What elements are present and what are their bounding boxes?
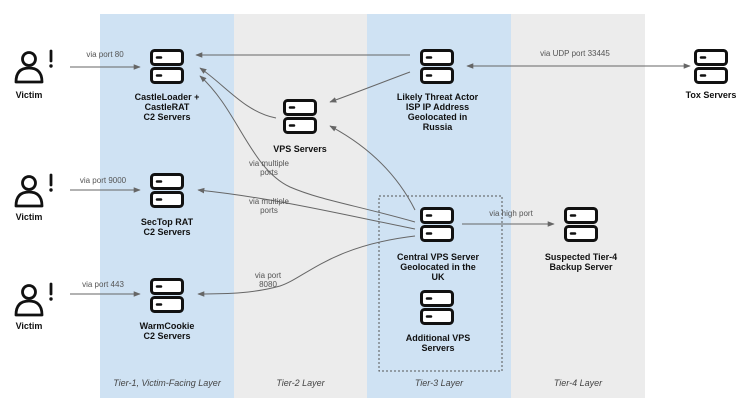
central-vps-label-line-2: Geolocated in the — [400, 262, 476, 272]
edge-central-warmcookie — [197, 235, 416, 297]
tier4-backup-server-icon — [564, 207, 598, 242]
warmcookie-label-line-2: C2 Servers — [143, 331, 191, 341]
castleloader-label-line-2: CastleRAT — [144, 102, 190, 112]
edge-label-port-80-line-1: via port 80 — [86, 50, 124, 59]
vps-servers-label: VPS Servers — [250, 144, 350, 154]
edge-label-udp-33445-line-1: via UDP port 33445 — [540, 49, 610, 58]
additional-vps-server-icon — [420, 290, 454, 325]
threat-actor-label-line-1: Likely Threat Actor — [396, 92, 479, 102]
additional-vps-label-line-1: Additional VPS — [405, 333, 471, 343]
central-vps-label-line-3: UK — [431, 272, 445, 282]
edge-label-port-443-line-1: via port 443 — [82, 280, 124, 289]
victim-3-label-line-1: Victim — [15, 321, 43, 331]
edge-label-high-port: via high port — [484, 209, 538, 218]
victim-2-user-alert-icon — [14, 173, 53, 208]
edge-central-vps — [329, 125, 416, 211]
tier-band-4 — [511, 14, 645, 398]
victim-2-label: Victim — [0, 212, 58, 222]
edge-central-castleloader — [199, 75, 416, 223]
edge-label-port-8080-line-1: via port — [254, 271, 282, 280]
castleloader-server-icon — [150, 49, 184, 84]
tox-servers-icon — [694, 49, 728, 84]
threat-actor-label-line-4: Russia — [422, 122, 453, 132]
edge-label-multiple-ports-1-line-1: via multiple — [248, 159, 289, 168]
sectop-label-line-1: SecTop RAT — [140, 217, 194, 227]
vps-servers-icon — [283, 99, 317, 134]
tier-label-2: Tier-2 Layer — [276, 378, 325, 388]
edge-label-port-9000: via port 9000 — [76, 176, 130, 185]
tier-label-3: Tier-3 Layer — [414, 378, 464, 388]
castleloader-label-line-1: CastleLoader + — [134, 92, 200, 102]
victim-2-label-line-1: Victim — [15, 212, 43, 222]
victim-3-user-alert-icon — [14, 282, 53, 317]
tier4-backup-label-line-2: Backup Server — [549, 262, 613, 272]
edge-label-port-443: via port 443 — [78, 280, 128, 289]
warmcookie-label-line-1: WarmCookie — [139, 321, 195, 331]
edge-label-multiple-ports-2-line-2: ports — [260, 206, 278, 215]
edge-label-multiple-ports-2-line-1: via multiple — [248, 197, 289, 206]
edge-label-high-port-line-1: via high port — [489, 209, 533, 218]
victim-1-user-alert-icon — [14, 49, 53, 84]
tier3-group-box — [378, 195, 503, 372]
edge-label-multiple-ports-1-line-2: ports — [260, 168, 278, 177]
additional-vps-label-line-2: Servers — [421, 343, 455, 353]
victim-3-label: Victim — [0, 321, 58, 331]
threat-actor-label-line-3: Geolocated in — [407, 112, 468, 122]
threat-actor-server-icon — [420, 49, 454, 84]
edge-label-port-8080-line-2: 8080 — [259, 280, 277, 289]
edge-vps-castleloader — [199, 67, 277, 119]
victim-1-label-line-1: Victim — [15, 90, 43, 100]
edge-central-sectop — [197, 187, 416, 230]
central-vps-server-icon — [420, 207, 454, 242]
sectop-server-icon — [150, 173, 184, 208]
sectop-label-line-2: C2 Servers — [143, 227, 191, 237]
tier-label-4: Tier-4 Layer — [553, 378, 603, 388]
threat-actor-label-line-2: ISP IP Address — [405, 102, 470, 112]
edge-label-port-80: via port 80 — [80, 50, 130, 59]
tier-label-1: Tier-1, Victim-Facing Layer — [113, 378, 221, 388]
edge-label-port-9000-line-1: via port 9000 — [79, 176, 127, 185]
tox-servers-label-line-1: Tox Servers — [685, 90, 737, 100]
castleloader-label-line-3: C2 Servers — [143, 112, 191, 122]
tier4-backup-label-line-1: Suspected Tier-4 — [544, 252, 618, 262]
central-vps-label-line-1: Central VPS Server — [396, 252, 480, 262]
edge-label-udp-33445: via UDP port 33445 — [536, 49, 614, 58]
edge-actor-vps — [329, 71, 411, 103]
vps-servers-label-line-1: VPS Servers — [273, 144, 327, 154]
tox-servers-label: Tox Servers — [672, 90, 750, 100]
warmcookie-server-icon — [150, 278, 184, 313]
victim-1-label: Victim — [0, 90, 58, 100]
